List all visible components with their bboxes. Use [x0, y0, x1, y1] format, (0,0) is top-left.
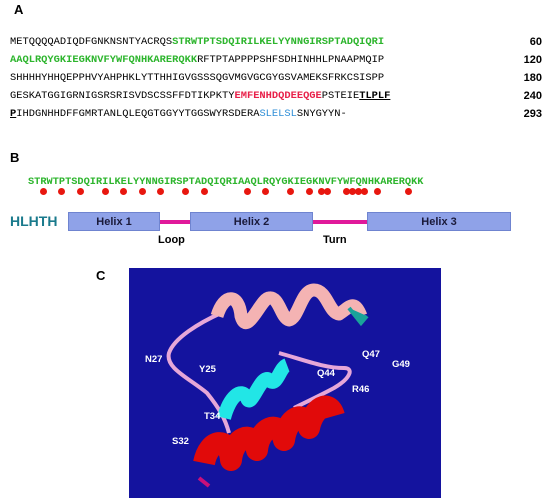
- sequence-number-4: 240: [523, 90, 542, 102]
- sequence-number-1: 60: [529, 36, 542, 48]
- seq-text: GESKATGGIGRNIGSRSRISVDSCSSFFDTIKPKTY: [10, 90, 235, 102]
- conserved-residue-dot: [348, 188, 356, 195]
- conserved-residue-dot: [101, 188, 109, 195]
- panel-label-c: C: [96, 268, 106, 283]
- helix-1-label: Helix 1: [96, 215, 132, 228]
- domain-label: HLHTH: [10, 213, 58, 229]
- conserved-residue-dot: [77, 188, 85, 195]
- conserved-residue-dot: [182, 188, 190, 195]
- residue-label-t34: T34: [204, 411, 221, 422]
- helix-2-ribbon: [217, 358, 291, 420]
- conserved-residue-dot: [318, 188, 325, 195]
- conserved-residue-dot: [262, 188, 270, 195]
- conserved-residue-dot: [404, 188, 412, 195]
- conserved-residue-dot: [373, 188, 381, 195]
- conserved-residue-dot: [342, 188, 350, 195]
- conserved-residue-dot: [324, 188, 332, 195]
- helix-1-box: Helix 1: [68, 212, 160, 231]
- conserved-residue-dot: [361, 188, 369, 195]
- conserved-residue-dot: [39, 188, 47, 195]
- residue-label-s32: S32: [172, 436, 189, 447]
- sequence-line-4: GESKATGGIGRNIGSRSRISVDSCSSFFDTIKPKTYEMFE…: [10, 87, 390, 105]
- ribbon-structure: [166, 283, 369, 488]
- protein-structure-image: N27 Y25 T34 S32 Q44 Q47 G49 R46: [129, 268, 441, 498]
- seq-blue-motif: SLELSL: [259, 108, 297, 120]
- sequence-number-5: 293: [523, 108, 542, 120]
- loop-segment: [160, 220, 190, 224]
- helix-2-box: Helix 2: [190, 212, 313, 231]
- conserved-residue-dot: [157, 188, 165, 195]
- sequence-number-3: 180: [523, 72, 542, 84]
- turn-label: Turn: [323, 234, 347, 246]
- residue-label-g49: G49: [392, 359, 410, 370]
- panel-label-a: A: [14, 2, 24, 17]
- seq-underlined-motif: TLPLF: [359, 90, 391, 102]
- seq-text: SHHHHYHHQEPPHVYAHPHKLYTTHHIGVGSSSQGVMGVG…: [10, 72, 385, 84]
- residue-label-r46: R46: [352, 384, 370, 395]
- sequence-line-3: SHHHHYHHQEPPHVYAHPHKLYTTHHIGVGSSSQGVMGVG…: [10, 69, 384, 87]
- seq-text: PSTEIE: [321, 90, 360, 102]
- helix-3-label: Helix 3: [421, 215, 457, 228]
- seq-motif-text: AAQLRQYGKIEGKNVFYWFQNHKARERQKK: [10, 54, 198, 66]
- conserved-residue-dot: [355, 188, 363, 195]
- loop-label: Loop: [158, 234, 185, 246]
- seq-text: IHDGNHHDFFGMRTANLQLEQGTGGYYTGGSWYRSDERA: [16, 108, 260, 120]
- seq-motif-text: STRWTPTSDQIRILKELYYNNGIRSPTADQIQRI: [172, 36, 385, 48]
- residue-label-q47: Q47: [362, 349, 380, 360]
- conserved-residue-dot: [120, 188, 128, 195]
- panel-label-b: B: [10, 150, 20, 165]
- sequence-number-2: 120: [523, 54, 542, 66]
- conserved-residue-dot: [58, 188, 66, 195]
- helix-3-ribbon: [193, 395, 345, 488]
- conserved-residue-dot: [305, 188, 313, 195]
- residue-label-q44: Q44: [317, 368, 335, 379]
- residue-label-y25: Y25: [199, 364, 216, 375]
- sequence-line-2: AAQLRQYGKIEGKNVFYWFQNHKARERQKKRFTPTAPPPP…: [10, 51, 384, 69]
- seq-text: SNYGYYN-: [296, 108, 347, 120]
- sequence-line-5: PIHDGNHHDFFGMRTANLQLEQGTGGYYTGGSWYRSDERA…: [10, 105, 347, 123]
- turn-segment: [313, 220, 367, 224]
- residue-label-n27: N27: [145, 354, 163, 365]
- seq-text: METQQQQADIQDFGNKNSNTYACRQS: [10, 36, 173, 48]
- helix-2-label: Helix 2: [233, 215, 270, 228]
- conserved-residue-dot: [200, 188, 208, 195]
- conserved-residue-dot: [287, 188, 295, 195]
- seq-acidic-region: EMFENHDQDEEQGE: [234, 90, 322, 102]
- conserved-residue-dot: [138, 188, 146, 195]
- helix-3-box: Helix 3: [367, 212, 511, 231]
- seq-text: RFTPTAPPPPSHFSDHINHHLPNAAPMQIP: [197, 54, 385, 66]
- seq-underlined-motif: P: [10, 108, 17, 120]
- helix-1-ribbon: [210, 283, 369, 330]
- motif-sequence: STRWTPTSDQIRILKELYYNNGIRSPTADQIQRIAAQLRQ…: [28, 176, 424, 188]
- conserved-residue-dot: [243, 188, 251, 195]
- sequence-line-1: METQQQQADIQDFGNKNSNTYACRQSSTRWTPTSDQIRIL…: [10, 33, 384, 51]
